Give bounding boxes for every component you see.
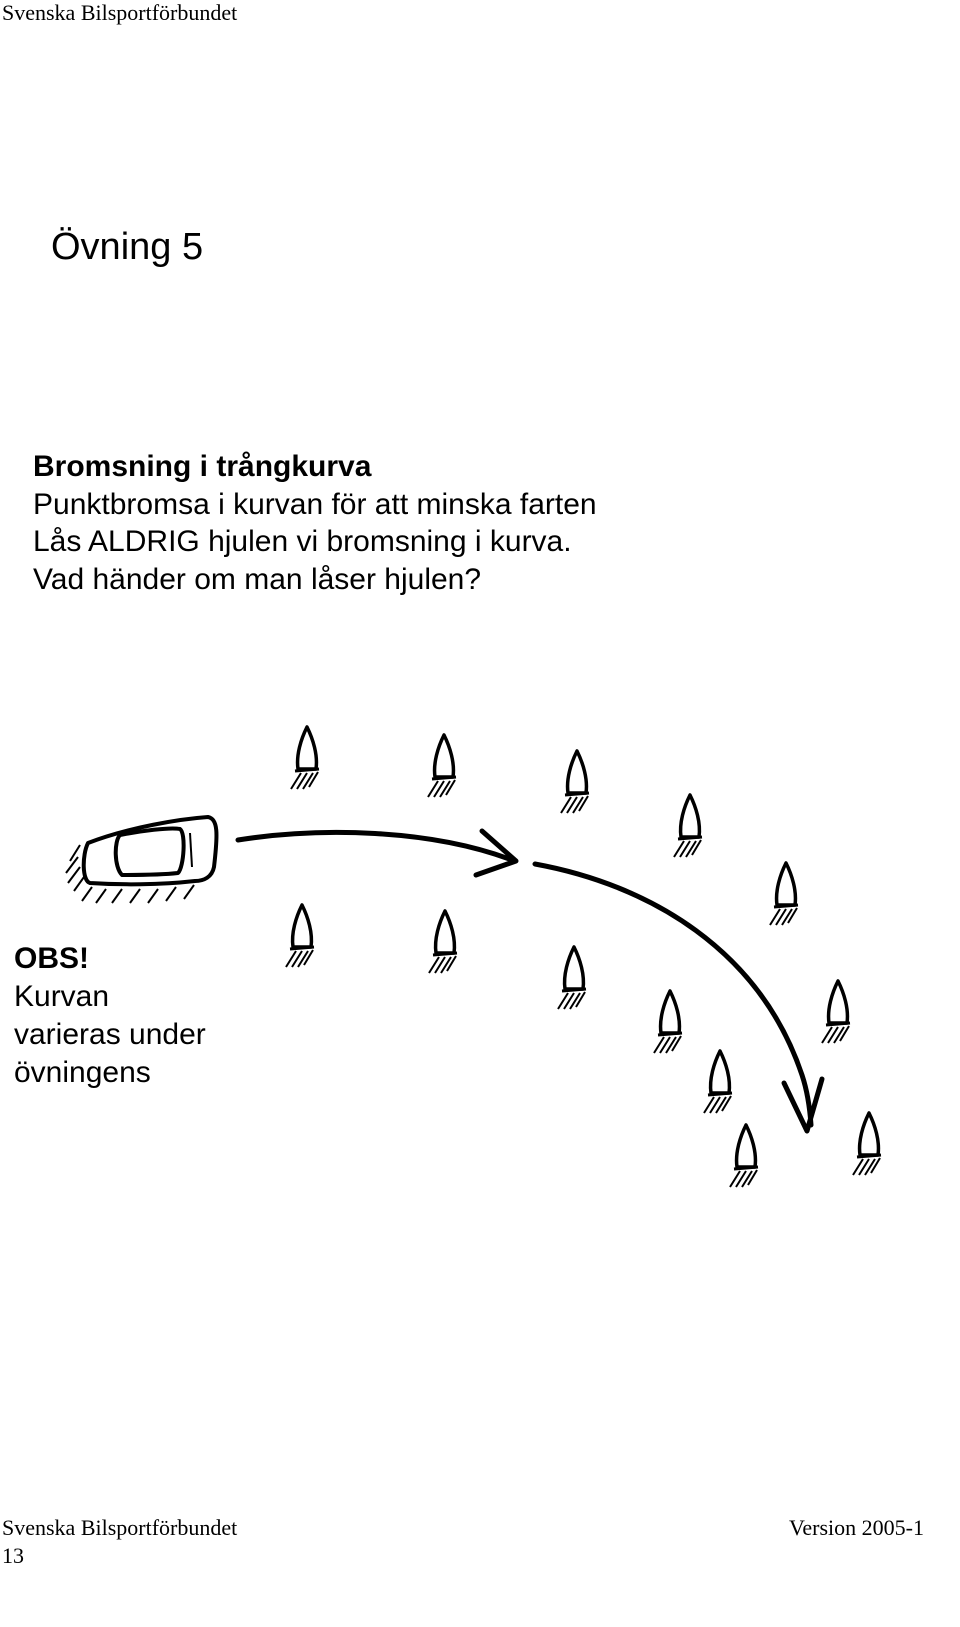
course-illustration: [30, 605, 915, 1207]
note-line-2: varieras under: [14, 1018, 206, 1051]
instruction-line-2: Lås ALDRIG hjulen vi bromsning i kurva.: [33, 525, 572, 558]
footer-organization: Svenska Bilsportförbundet: [2, 1515, 238, 1540]
footer-version: Version 2005-1: [788, 1515, 924, 1540]
exercise-subtitle: Bromsning i trångkurva: [33, 450, 372, 483]
curve-arrow-icon: [532, 861, 825, 1134]
note-heading: OBS!: [14, 942, 89, 975]
cone-icon: [851, 1111, 883, 1177]
cone-icon: [427, 909, 459, 975]
instruction-line-3: Vad händer om man låser hjulen?: [33, 562, 482, 596]
running-header: Svenska Bilsportförbundet: [2, 0, 238, 25]
exercise-description: Bromsning i trångkurva Punktbromsa i kur…: [33, 448, 597, 598]
instruction-line-1: Punktbromsa i kurvan för att minska fart…: [33, 487, 597, 521]
page-title: Övning 5: [51, 226, 204, 268]
note-line-1: Kurvan: [14, 980, 110, 1013]
cone-icon: [768, 861, 800, 927]
cone-icon: [284, 903, 316, 969]
car-icon: [65, 815, 219, 904]
note-box: OBS! Kurvan varieras under övningens: [14, 940, 218, 1098]
cone-icon: [672, 793, 704, 859]
note-line-3: övningens: [14, 1056, 151, 1089]
cone-icon: [559, 749, 591, 815]
cone-icon: [652, 989, 684, 1055]
cone-icon: [820, 979, 852, 1045]
course-drawing: [65, 725, 883, 1189]
arrow-icon: [235, 828, 519, 878]
page-number: 13: [2, 1543, 24, 1568]
cone-icon: [556, 945, 588, 1011]
cone-icon: [289, 725, 321, 791]
cone-icon: [728, 1123, 760, 1189]
cone-icon: [702, 1049, 734, 1115]
cone-icon: [426, 733, 458, 799]
